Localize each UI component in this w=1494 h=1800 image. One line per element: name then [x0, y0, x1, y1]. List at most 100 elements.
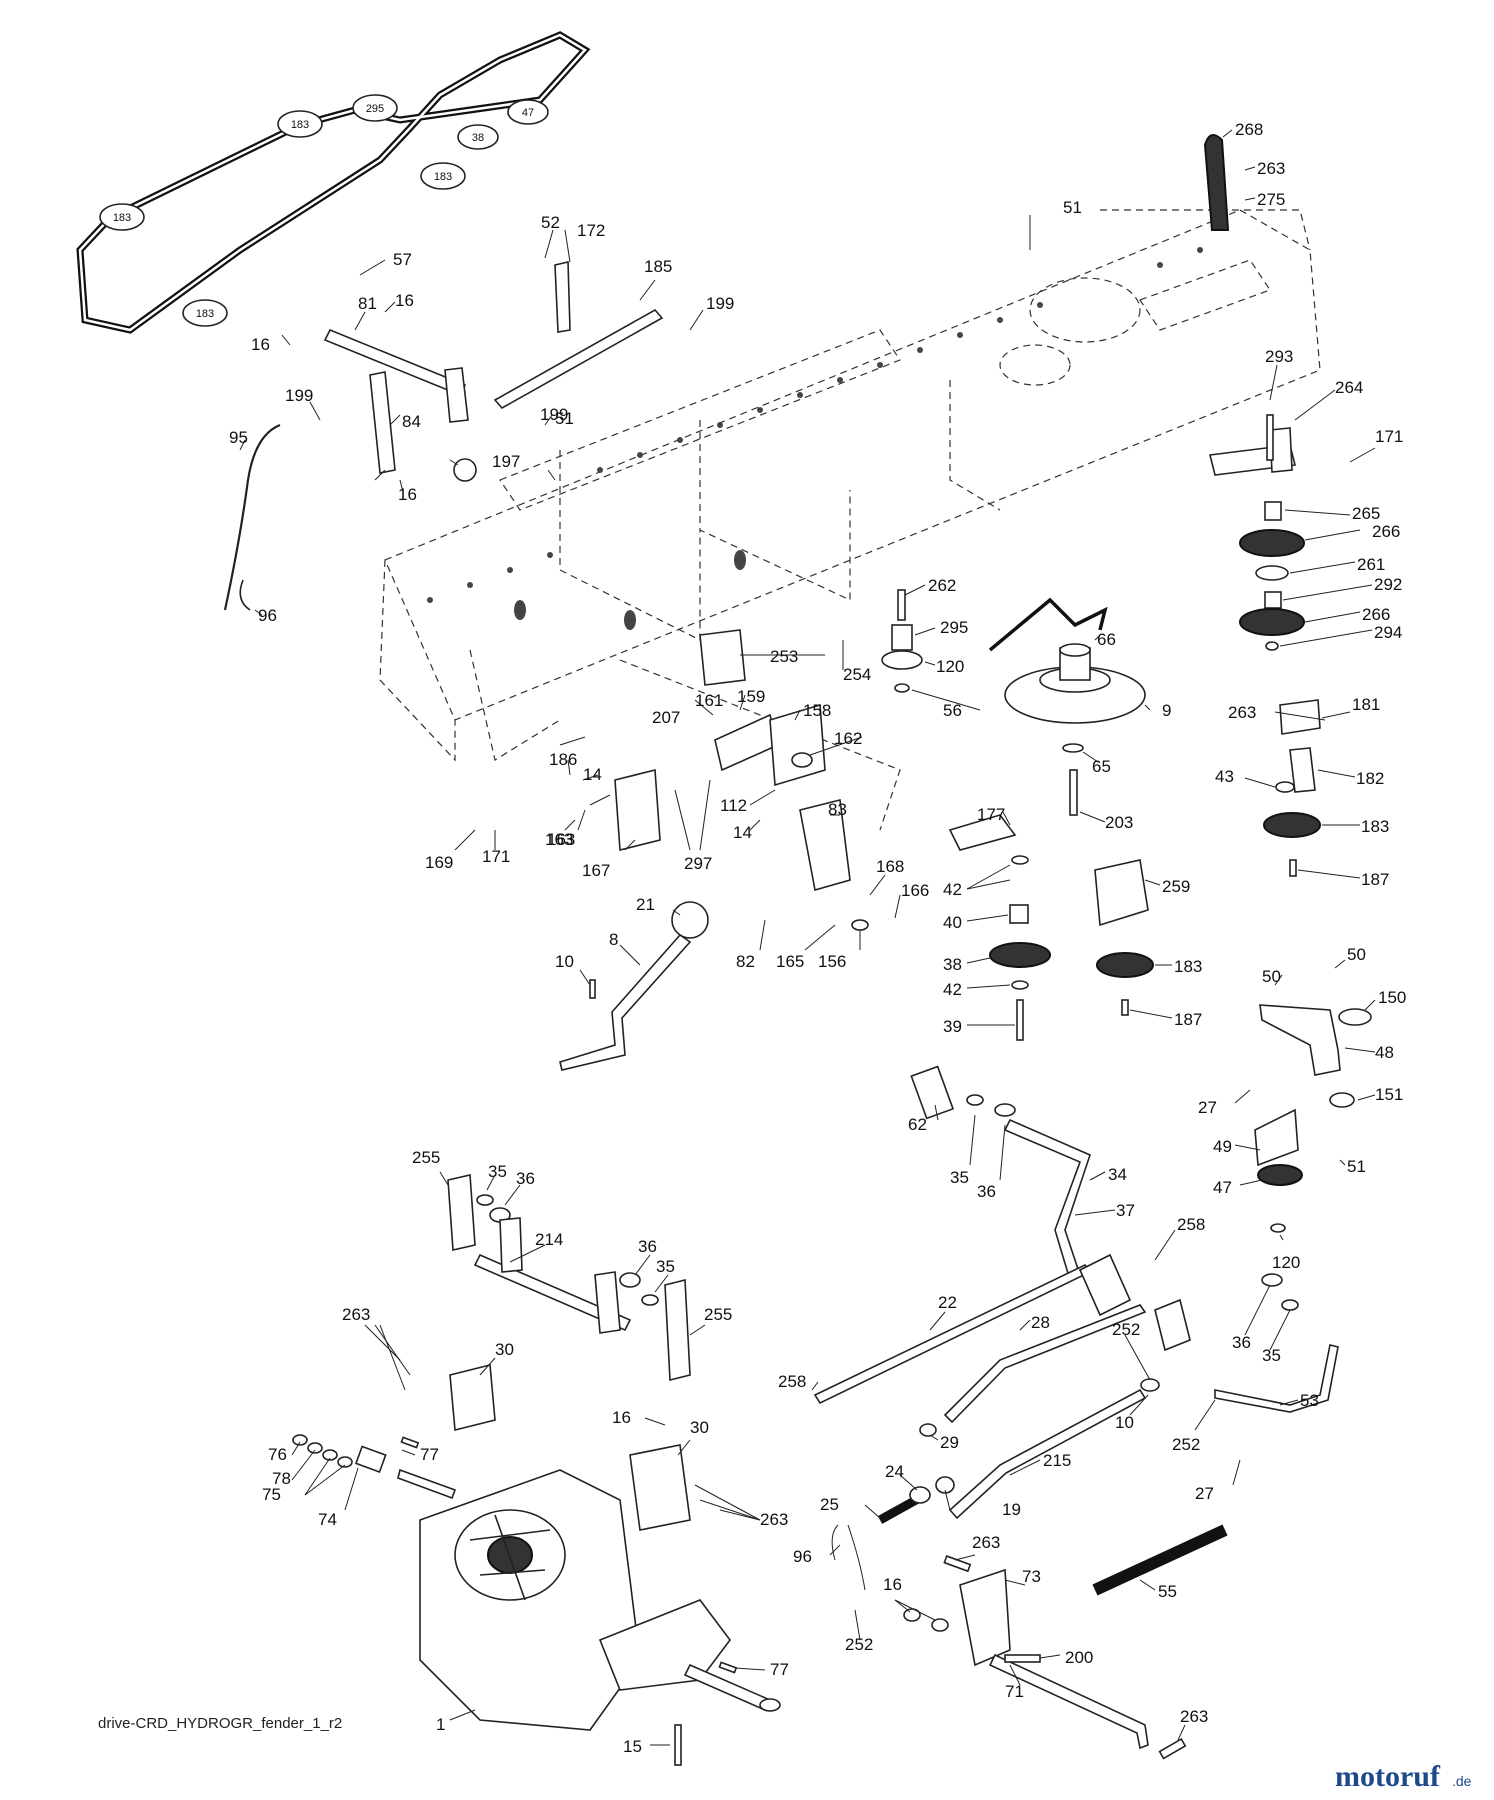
transmission-1 — [419, 1469, 781, 1731]
bolt-39 — [1016, 999, 1024, 1041]
callout-label: 266 — [1362, 605, 1390, 624]
callout-label: 37 — [1116, 1201, 1135, 1220]
belt-pulley-label: 183 — [113, 212, 131, 224]
key-77-b — [718, 1661, 738, 1674]
callout-label: 34 — [1108, 1165, 1127, 1184]
bolt-293 — [1266, 414, 1274, 461]
callout-label: 169 — [425, 853, 453, 872]
callout-label: 268 — [1235, 120, 1263, 139]
bar-71 — [988, 1653, 1149, 1750]
bracket-30-center — [629, 1444, 691, 1531]
callout-label: 77 — [770, 1660, 789, 1679]
callout-label: 171 — [482, 847, 510, 866]
nut-56 — [894, 683, 910, 693]
bolt-263-b — [1158, 1737, 1187, 1760]
belt-pulleys: 183 295 47 38 183 183 183 — [99, 94, 549, 327]
watermark-logo: motoruf .de — [1335, 1760, 1472, 1793]
callout-label: 28 — [1031, 1313, 1050, 1332]
callout-label: 24 — [885, 1462, 904, 1481]
washer-151 — [1329, 1092, 1355, 1108]
pulley-47 — [1257, 1164, 1303, 1186]
callout-label: 16 — [251, 335, 270, 354]
watermark-suffix: .de — [1452, 1773, 1472, 1789]
callout-label: 47 — [1213, 1178, 1232, 1197]
callout-label: 62 — [908, 1115, 927, 1134]
callout-label: 168 — [876, 857, 904, 876]
callout-label: 83 — [828, 800, 847, 819]
bracket-30 — [449, 1363, 496, 1432]
bolt-203 — [1069, 769, 1078, 816]
nut-120 — [1270, 1223, 1286, 1233]
callout-label: 166 — [901, 881, 929, 900]
bracket-181 — [1279, 699, 1321, 735]
bracket-268 — [1203, 134, 1230, 231]
arm-84 — [444, 367, 469, 423]
callout-label: 262 — [928, 576, 956, 595]
callout-label: 1 — [436, 1715, 445, 1734]
callout-label: 120 — [1272, 1253, 1300, 1272]
bracket-259 — [1094, 859, 1149, 927]
clip-96 — [239, 579, 251, 611]
callout-label: 16 — [883, 1575, 902, 1594]
callout-label: 261 — [1357, 555, 1385, 574]
callout-label: 207 — [652, 708, 680, 727]
bracket-167 — [614, 768, 661, 852]
callout-label: 295 — [940, 618, 968, 637]
bushing-19 — [935, 1476, 955, 1494]
callout-label: 167 — [582, 861, 610, 880]
chassis-frame — [379, 209, 1321, 831]
spacer-74 — [354, 1445, 387, 1473]
rod-34 — [1003, 1118, 1091, 1282]
callout-label: 199 — [706, 294, 734, 313]
callout-label: 258 — [778, 1372, 806, 1391]
callout-label: 172 — [577, 221, 605, 240]
callout-label: 158 — [803, 701, 831, 720]
callout-label: 183 — [1174, 957, 1202, 976]
bolt-263 — [943, 1555, 972, 1573]
pin-10 — [589, 979, 596, 999]
callout-label: 187 — [1361, 870, 1389, 889]
washer-35-right — [1281, 1299, 1299, 1311]
callout-label: 51 — [555, 409, 574, 428]
callout-label: 254 — [843, 665, 871, 684]
callout-label: 159 — [737, 687, 765, 706]
callout-label: 35 — [1262, 1346, 1281, 1365]
callout-label: 187 — [1174, 1010, 1202, 1029]
link-84 — [369, 371, 396, 474]
mechanical-parts — [223, 134, 1372, 1766]
callout-label: 161 — [695, 691, 723, 710]
callout-label: 264 — [1335, 378, 1363, 397]
callout-label: 36 — [638, 1237, 657, 1256]
callout-label: 65 — [1092, 757, 1111, 776]
washer-156 — [851, 919, 869, 931]
callout-label: 40 — [943, 913, 962, 932]
knob-21 — [671, 901, 709, 939]
callout-label: 25 — [820, 1495, 839, 1514]
callout-label: 16 — [395, 291, 414, 310]
callout-label: 49 — [1213, 1137, 1232, 1156]
belt-pulley: 183 — [99, 203, 145, 231]
bracket-165 — [799, 799, 851, 892]
belt-pulley: 183 — [420, 162, 466, 190]
drive-belt — [76, 31, 591, 334]
callout-label: 199 — [285, 386, 313, 405]
callout-label: 35 — [488, 1162, 507, 1181]
pulley-38 — [989, 942, 1051, 968]
bracket-48 — [1259, 1004, 1341, 1076]
callout-label: 50 — [1262, 967, 1281, 986]
callout-label: 19 — [1002, 1500, 1021, 1519]
arm-214-b — [594, 1271, 621, 1334]
washer-36 — [994, 1103, 1016, 1117]
washer-65 — [1062, 743, 1084, 753]
callout-label: 177 — [977, 805, 1005, 824]
callout-label: 77 — [420, 1445, 439, 1464]
washer-36-right — [1261, 1273, 1283, 1287]
spring-66 — [988, 597, 1108, 652]
washer-35-mid — [641, 1294, 659, 1306]
shaft-74 — [397, 1468, 457, 1500]
rod-22 — [813, 1263, 1092, 1405]
callout-label: 36 — [1232, 1333, 1251, 1352]
callout-label: 294 — [1374, 623, 1402, 642]
callout-label: 197 — [492, 452, 520, 471]
